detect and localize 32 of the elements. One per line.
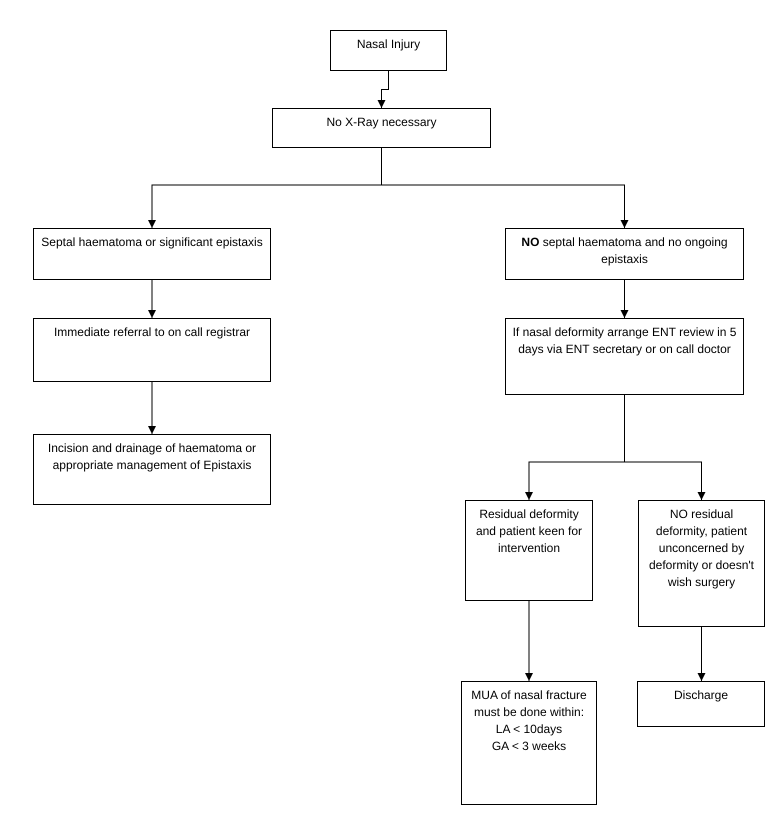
arrow <box>624 394 706 500</box>
box-text: Residual deformity and patient keen for intervention <box>474 506 584 557</box>
box-text: MUA of nasal fracture must be done within: <box>470 687 588 721</box>
process-box <box>505 228 744 280</box>
box-text: NO residual deformity, patient unconcerned by deformity or doesn't wish surgery <box>648 506 755 591</box>
box-text: Discharge <box>672 687 730 704</box>
box-text: NO septal haematoma and no ongoing epistaxis <box>520 234 729 268</box>
process-box <box>465 500 593 601</box>
box-text: Incision and drainage of haematoma or appropriate management of Epistaxis <box>46 440 258 474</box>
process-box <box>637 681 765 727</box>
box-text: Immediate referral to on call registrar <box>52 324 252 341</box>
process-box <box>461 681 597 805</box>
arrow <box>698 626 706 682</box>
process-box <box>272 108 491 148</box>
box-text: Nasal Injury <box>356 36 422 53</box>
arrow <box>378 70 389 108</box>
process-box <box>505 318 744 395</box>
process-box <box>33 228 271 280</box>
process-box <box>638 500 765 627</box>
box-text: If nasal deformity arrange ENT review in 5 days via ENT secretary or on call doctor <box>512 324 737 358</box>
arrow <box>148 382 156 434</box>
process-box <box>33 434 271 505</box>
box-text: LA < 10days <box>494 721 564 738</box>
box-text: No X-Ray necessary <box>325 114 438 131</box>
box-text: GA < 3 weeks <box>490 738 568 755</box>
arrow <box>525 600 533 682</box>
process-box <box>330 30 447 71</box>
arrow <box>381 148 628 228</box>
process-box <box>33 318 271 382</box>
box-text: Septal haematoma or significant epistaxis <box>40 234 264 251</box>
arrow <box>148 280 156 318</box>
arrow <box>620 280 628 318</box>
